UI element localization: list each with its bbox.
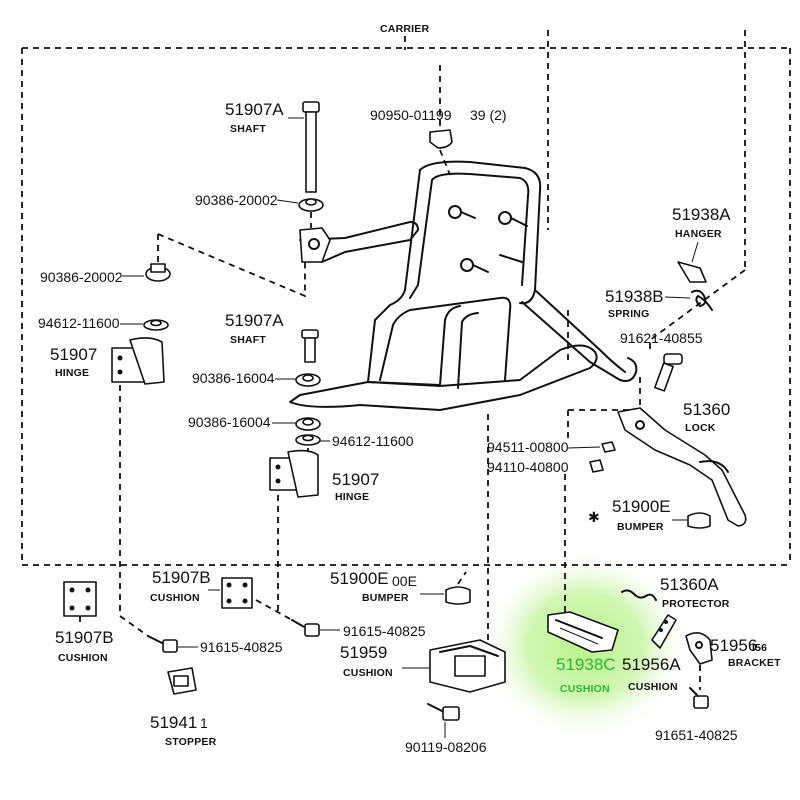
label-bumper-out-no: 51900E	[330, 569, 389, 588]
label-stopper-no: 51941	[150, 713, 197, 732]
hanger-part	[677, 261, 707, 283]
label-shaft-lower-name: SHAFT	[230, 334, 266, 346]
label-highlight-no: 51938C	[556, 655, 616, 674]
highlighted-cushion-part[interactable]	[547, 611, 619, 653]
cushion-left-part	[63, 581, 97, 617]
bolt-d-part	[291, 619, 320, 637]
upper-shaft-part	[302, 101, 320, 193]
label-shaft-upper-no: 51907A	[225, 100, 284, 119]
label-bolt-f: 91651-40825	[655, 727, 738, 743]
label-hanger-no: 51938A	[672, 205, 731, 224]
cushion-big-part	[429, 639, 506, 693]
frame-title: CARRIER	[380, 23, 429, 35]
label-bracket-no: 51956	[710, 636, 757, 655]
label-spring-name: SPRING	[608, 308, 649, 320]
label-cushion-small-no: 51956A	[622, 655, 681, 674]
label-hanger-name: HANGER	[675, 228, 722, 240]
protector-part	[621, 589, 657, 601]
label-bumper-in-no: 51900E	[612, 497, 671, 516]
label-pin: 91621-40855	[620, 330, 703, 346]
label-cushion-left-no: 51907B	[55, 628, 114, 647]
label-lock-name: LOCK	[685, 422, 716, 434]
label-bumper-in-name: BUMPER	[617, 521, 664, 533]
bumper-in-part	[687, 512, 711, 529]
label-washer-c: 90386-16004	[192, 370, 275, 386]
label-top-qty: 39 (2)	[470, 107, 507, 123]
left-hinge-part	[111, 337, 165, 385]
label-cushion-big-name: CUSHION	[343, 667, 393, 679]
label-cushion-small-name: CUSHION	[628, 681, 678, 693]
pin-part	[654, 353, 683, 392]
cushion-small-part	[651, 614, 677, 649]
label-washer-a: 90386-20002	[195, 192, 278, 208]
label-protector-no: 51360A	[660, 575, 719, 594]
label-bolt-c: 91615-40825	[200, 639, 283, 655]
label-bracket-extra: I56	[752, 642, 767, 654]
carrier-body	[289, 160, 638, 411]
stopper-part	[167, 667, 197, 695]
snowflake-mark: ✱	[588, 509, 600, 525]
label-hinge-right-no: 51907	[332, 470, 379, 489]
label-cushion-left-name: CUSHION	[58, 652, 108, 664]
lower-shaft-part	[301, 329, 319, 363]
label-hinge-right-name: HINGE	[335, 491, 369, 503]
label-protector-name: PROTECTOR	[662, 598, 730, 610]
label-bumper-out-extra: 00E	[392, 573, 417, 589]
label-stopper-name: STOPPER	[165, 736, 217, 748]
label-bolt-d: 91615-40825	[343, 623, 426, 639]
label-nut-b: 94110-40800	[487, 459, 569, 475]
label-stopper-extra: 1	[200, 715, 208, 731]
bolt-c-part	[147, 635, 178, 653]
label-bolt-b: 94612-11600	[332, 433, 414, 449]
lock-part	[617, 407, 747, 527]
bumper-out-part	[445, 586, 471, 605]
label-cushion-mid-no: 51907B	[152, 568, 211, 587]
bolt-f-part	[689, 687, 709, 709]
label-lock-no: 51360	[683, 400, 730, 419]
nut-a	[601, 441, 616, 453]
label-spring-no: 51938B	[605, 287, 664, 306]
label-washer-d: 90386-16004	[188, 414, 271, 430]
nut-b	[589, 459, 604, 473]
label-washer-b: 90386-20002	[40, 269, 123, 285]
label-shaft-upper-name: SHAFT	[230, 123, 266, 135]
spring-part	[691, 289, 713, 311]
label-bolt-e: 90119-08206	[405, 739, 487, 755]
label-cushion-big-no: 51959	[340, 643, 387, 662]
label-cushion-mid-name: CUSHION	[150, 592, 200, 604]
bracket-part	[685, 632, 713, 665]
carrier-frame	[21, 30, 791, 566]
label-top-code: 90950-01199	[370, 107, 452, 123]
label-highlight-name: CUSHION	[560, 683, 610, 695]
right-hinge-part	[269, 449, 319, 498]
cushion-mid-part	[221, 577, 253, 609]
top-plug-part	[429, 129, 453, 149]
label-hinge-left-name: HINGE	[55, 367, 89, 379]
label-nut-a: 94511-00800	[487, 439, 569, 455]
label-shaft-lower-no: 51907A	[225, 311, 284, 330]
label-bolt-a: 94612-11600	[38, 315, 120, 331]
bolt-e-part	[427, 703, 460, 721]
label-hinge-left-no: 51907	[50, 345, 97, 364]
label-bracket-name: BRACKET	[728, 657, 781, 669]
label-bumper-out-name: BUMPER	[362, 592, 409, 604]
